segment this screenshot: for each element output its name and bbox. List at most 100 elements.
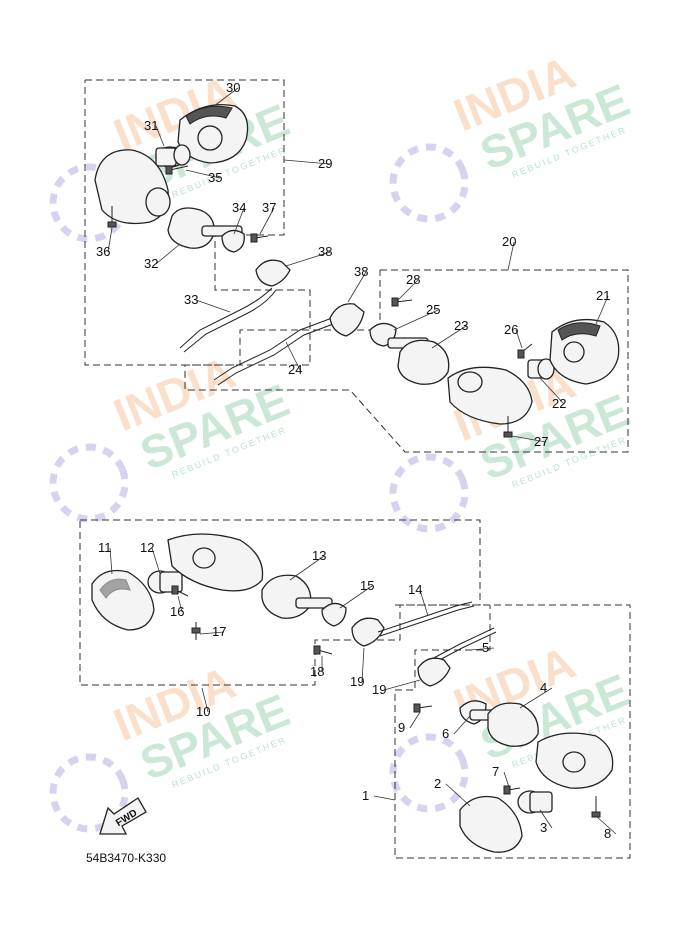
bracket-19-left bbox=[351, 617, 385, 647]
callout-32: 32 bbox=[144, 256, 158, 271]
bulb-3 bbox=[517, 790, 553, 814]
leader-line bbox=[109, 547, 113, 575]
washer-34 bbox=[221, 229, 245, 253]
callout-22: 22 bbox=[552, 396, 566, 411]
leader-line bbox=[383, 679, 421, 691]
screw-8 bbox=[591, 796, 601, 818]
leader-line bbox=[361, 647, 365, 683]
leader-line bbox=[339, 585, 373, 609]
leader-line bbox=[419, 589, 429, 617]
callout-19: 19 bbox=[350, 674, 364, 689]
screw-28 bbox=[391, 297, 413, 307]
leader-line bbox=[595, 295, 609, 325]
screw-27 bbox=[503, 416, 513, 438]
leader-line bbox=[393, 309, 439, 331]
diagram-code: 54B3470-K330 bbox=[86, 851, 166, 865]
bracket-38-upper bbox=[255, 259, 291, 287]
housing-upper-left bbox=[94, 149, 171, 225]
callout-34: 34 bbox=[232, 200, 246, 215]
callout-37: 37 bbox=[262, 200, 276, 215]
callout-29: 29 bbox=[318, 156, 332, 171]
callout-11: 11 bbox=[98, 540, 112, 555]
screw-18 bbox=[313, 645, 333, 655]
leader-line bbox=[539, 809, 553, 829]
leader-line bbox=[285, 251, 331, 267]
callout-6: 6 bbox=[442, 726, 449, 741]
stalk-4 bbox=[469, 702, 539, 747]
wire-33 bbox=[179, 287, 277, 353]
leader-line bbox=[151, 547, 161, 575]
callout-26: 26 bbox=[504, 322, 518, 337]
leader-line bbox=[155, 125, 165, 147]
bracket-38-middle bbox=[329, 303, 365, 337]
leader-line bbox=[519, 687, 553, 709]
callout-20: 20 bbox=[502, 234, 516, 249]
group-box-1 bbox=[394, 604, 631, 859]
leader-line bbox=[503, 771, 511, 791]
callout-21: 21 bbox=[596, 288, 610, 303]
wrench-icon bbox=[389, 733, 469, 813]
leader-line bbox=[469, 647, 495, 651]
group-box-20 bbox=[184, 269, 629, 453]
screw-36 bbox=[107, 206, 117, 228]
leader-line bbox=[373, 795, 396, 801]
callout-35: 35 bbox=[208, 170, 222, 185]
callout-12: 12 bbox=[140, 540, 154, 555]
lens-21 bbox=[549, 318, 620, 385]
screw-37 bbox=[250, 233, 269, 243]
wire-24 bbox=[213, 314, 345, 386]
stalk-13 bbox=[261, 574, 333, 619]
callout-9: 9 bbox=[398, 720, 405, 735]
callout-3: 3 bbox=[540, 820, 547, 835]
screw-17 bbox=[191, 622, 201, 640]
leader-line bbox=[199, 631, 225, 635]
washer-15 bbox=[321, 602, 347, 627]
leader-line bbox=[431, 325, 467, 349]
bulb-22 bbox=[527, 358, 555, 380]
callout-25: 25 bbox=[426, 302, 440, 317]
callout-14: 14 bbox=[408, 582, 422, 597]
lens-2 bbox=[459, 795, 523, 853]
wrench-icon bbox=[389, 143, 469, 223]
leader-line bbox=[445, 783, 471, 807]
leader-line bbox=[155, 243, 181, 265]
callout-24: 24 bbox=[288, 362, 302, 377]
leader-line bbox=[595, 815, 617, 835]
housing-lower-left bbox=[167, 533, 264, 592]
callout-7: 7 bbox=[492, 764, 499, 779]
leader-line bbox=[213, 87, 239, 107]
callout-36: 36 bbox=[96, 244, 110, 259]
leader-line bbox=[397, 279, 419, 301]
leader-line bbox=[507, 241, 515, 271]
leader-line bbox=[515, 329, 523, 349]
callout-28: 28 bbox=[406, 272, 420, 287]
housing-middle-right bbox=[447, 366, 533, 425]
leader-line bbox=[409, 711, 421, 729]
callout-33: 33 bbox=[184, 292, 198, 307]
callout-18: 18 bbox=[310, 664, 324, 679]
screw-26 bbox=[517, 343, 533, 359]
stalk-23 bbox=[387, 337, 450, 385]
callout-19: 19 bbox=[372, 682, 386, 697]
callout-10: 10 bbox=[196, 704, 210, 719]
leader-line bbox=[195, 299, 231, 313]
callout-16: 16 bbox=[170, 604, 184, 619]
callout-5: 5 bbox=[482, 640, 489, 655]
leader-line bbox=[347, 271, 367, 303]
leader-line bbox=[185, 169, 221, 179]
group-box-29 bbox=[84, 79, 311, 366]
leader-line bbox=[283, 159, 331, 165]
screw-7 bbox=[503, 785, 521, 795]
group-box-10 bbox=[79, 519, 481, 686]
callout-2: 2 bbox=[434, 776, 441, 791]
wrench-icon bbox=[49, 443, 129, 523]
leader-line bbox=[107, 227, 113, 253]
screw-9 bbox=[413, 703, 433, 713]
callout-38: 38 bbox=[318, 244, 332, 259]
callout-15: 15 bbox=[360, 578, 374, 593]
callout-8: 8 bbox=[604, 826, 611, 841]
callout-31: 31 bbox=[144, 118, 158, 133]
